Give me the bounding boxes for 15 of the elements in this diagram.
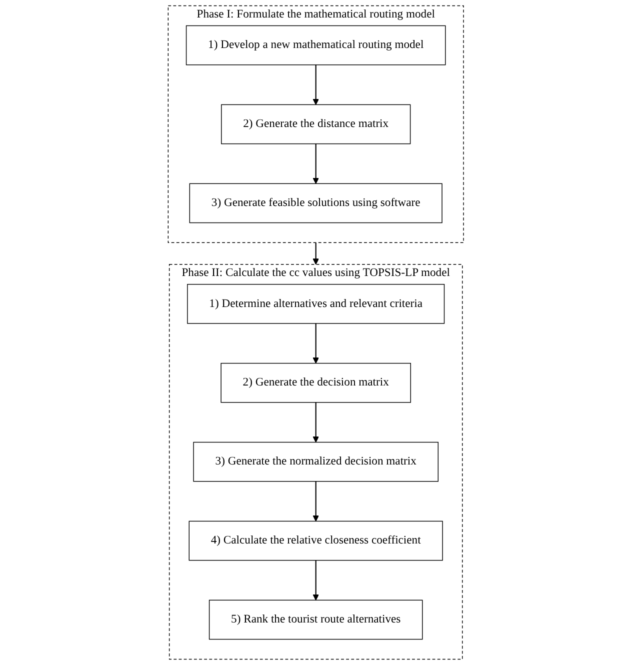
node-box: 4) Calculate the relative closeness coefficient [188, 520, 444, 561]
arrow [312, 402, 320, 443]
node-box: 1) Determine alternatives and relevant criteria [187, 284, 445, 324]
node-box: 2) Generate the distance matrix [221, 104, 411, 144]
arrow [312, 323, 320, 364]
node-box: 2) Generate the decision matrix [220, 362, 412, 403]
node-box: 3) Generate feasible solutions using software [189, 183, 443, 224]
arrow [312, 144, 320, 184]
arrow [312, 560, 320, 600]
arrow [312, 64, 320, 105]
arrow [312, 481, 320, 522]
node-box: 5) Rank the tourist route alternatives [209, 600, 423, 640]
node-box: 1) Develop a new mathematical routing model [186, 25, 446, 66]
arrow [312, 242, 320, 265]
node-box: 3) Generate the normalized decision matrix [193, 442, 439, 482]
